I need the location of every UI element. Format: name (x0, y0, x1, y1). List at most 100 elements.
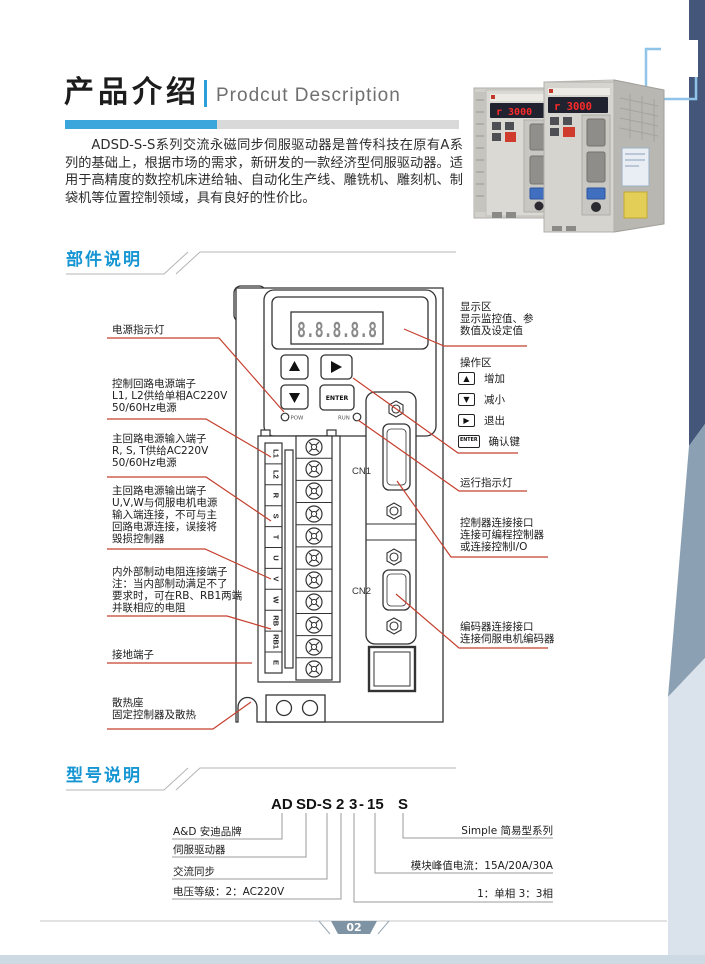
parts-section-decor-line (66, 251, 456, 275)
model-code-segment-sync: S (322, 796, 333, 813)
decor-white-square (661, 40, 698, 77)
enter-button (319, 384, 355, 411)
down-arrow-icon (289, 393, 300, 403)
terminal-label: RB (272, 615, 281, 626)
label-encoder-interface: 编码器连接接口 连接伺服电机编码器 (460, 621, 555, 645)
leader-controller-if (396, 480, 548, 558)
leader-brake-resistor (107, 615, 272, 630)
up-arrow-icon (289, 361, 300, 371)
op-key-label: 减小 (484, 394, 505, 406)
terminal-screws (305, 438, 323, 678)
terminal-label: S (272, 514, 281, 519)
terminal-label: V (272, 576, 281, 581)
model-code-segment-voltage: 2 (336, 796, 345, 813)
down-arrow-key-icon: ▼ (458, 393, 475, 406)
op-key-row: ▶ 退出 (458, 414, 520, 427)
connector-series (402, 813, 553, 839)
op-key-label: 退出 (484, 415, 505, 427)
leader-lines (107, 328, 548, 730)
leader-display-area (403, 328, 527, 347)
connector-voltage (172, 813, 342, 900)
leader-encoder-if (395, 593, 548, 649)
bottom-strip (0, 955, 705, 964)
model-code-segment-current: 15 (367, 796, 384, 813)
operation-key-legend: ▲ 增加 ▼ 减小 ▶ 退出 ENTER 确认键 (458, 372, 520, 456)
terminal-label: T (272, 535, 281, 540)
leader-main-input (107, 476, 272, 522)
op-key-row: ▲ 增加 (458, 372, 520, 385)
label-operation-area: 操作区 (460, 357, 492, 369)
model-code-segment-series: S (398, 796, 409, 813)
terminal-label: L2 (272, 470, 281, 479)
terminal-label: W (272, 596, 281, 604)
label-display-area: 显示区 显示监控值、参 数值及设定值 (460, 301, 534, 337)
terminal-label: R (272, 493, 281, 499)
servo-drive-front: r 3000 (543, 79, 665, 233)
footer-badge-wings (318, 920, 390, 935)
nameplate-inner (373, 651, 411, 687)
terminal-label: L1 (272, 449, 281, 458)
cn2-label: CN2 (352, 586, 371, 597)
jack-screw (386, 548, 402, 566)
label-ground-terminal: 接地端子 (112, 649, 154, 661)
page-title: 产品介绍 (64, 76, 200, 109)
right-edge-slate-bar (668, 424, 705, 697)
leader-power-indicator (107, 337, 285, 413)
page-number: 02 (346, 921, 362, 934)
connector-phase (353, 813, 553, 903)
page-header: 产品介绍 Prodcut Description (64, 78, 401, 108)
connector-current (374, 813, 553, 874)
terminal-label: U (272, 555, 281, 560)
parts-section-title: 部件说明 (66, 250, 142, 270)
run-indicator (352, 412, 362, 422)
bracket-hole (301, 699, 319, 717)
op-key-row: ▼ 减小 (458, 393, 520, 406)
title-underline-bar (65, 120, 459, 129)
label-control-circuit-terminals: 控制回路电源端子 L1, L2供给单相AC220V 50/60Hz电源 (112, 378, 228, 414)
seven-segment-display: 8.8.8.8.8 (297, 318, 377, 342)
terminal-hinge-bar (284, 449, 294, 669)
title-underline-grey (217, 120, 459, 129)
label-main-input-terminals: 主回路电源输入端子 R, S, T供给AC220V 50/60Hz电源 (112, 433, 209, 469)
run-indicator-label: RUN (338, 416, 350, 422)
up-arrow-key-icon: ▲ (458, 372, 475, 385)
cn1-label: CN1 (352, 466, 371, 477)
leader-run-indicator (357, 419, 527, 492)
model-section-decor-line (66, 767, 456, 791)
label-power-indicator: 电源指示灯 (112, 324, 165, 336)
label-heatsink: 散热座 固定控制器及散热 (112, 697, 196, 721)
enter-key-icon: ENTER (458, 435, 480, 448)
connector-sync (172, 813, 328, 880)
leader-control-circuit (107, 418, 272, 458)
connector-panel (365, 391, 417, 645)
leader-operation-area (352, 377, 518, 454)
model-code-connectors (172, 813, 553, 903)
model-section-title: 型号说明 (66, 766, 142, 786)
seven-segment-display-frame (290, 311, 384, 345)
product-photo: r 3000 r 3000 (473, 79, 665, 233)
connector-brand (172, 813, 283, 840)
model-label-sync: 交流同步 (173, 866, 215, 878)
model-label-voltage: 电压等级：2：AC220V (173, 886, 285, 898)
right-edge-light-bar (668, 658, 705, 964)
op-key-label: 确认键 (488, 436, 521, 448)
intro-paragraph: ADSD-S-S系列交流永磁同步伺服驱动器是普传科技在原有A系列的基础上，根据市… (65, 138, 463, 206)
footer-page-badge (331, 921, 377, 934)
enter-button-label: ENTER (326, 395, 349, 402)
pow-indicator (280, 412, 290, 422)
op-key-row: ENTER 确认键 (458, 435, 520, 448)
label-brake-resistor-terminals: 内外部制动电阻连接端子 注：当内部制动满足不了 要求时，可在RB、RB1两端 并… (112, 566, 243, 614)
model-label-brand: A&D 安迪品牌 (173, 826, 242, 838)
terminal-block (257, 429, 341, 683)
page-subtitle: Prodcut Description (216, 85, 401, 106)
right-arrow-key-icon: ▶ (458, 414, 475, 427)
label-run-indicator: 运行指示灯 (460, 477, 513, 489)
device-diagram: 8.8.8.8.8 ENTER POW RUN L (107, 285, 548, 730)
right-arrow-icon (331, 361, 342, 373)
leader-main-output (107, 548, 272, 580)
drive-led-display: r 3000 (554, 101, 592, 113)
connector-type (172, 813, 307, 858)
terminal-label: E (272, 660, 281, 665)
